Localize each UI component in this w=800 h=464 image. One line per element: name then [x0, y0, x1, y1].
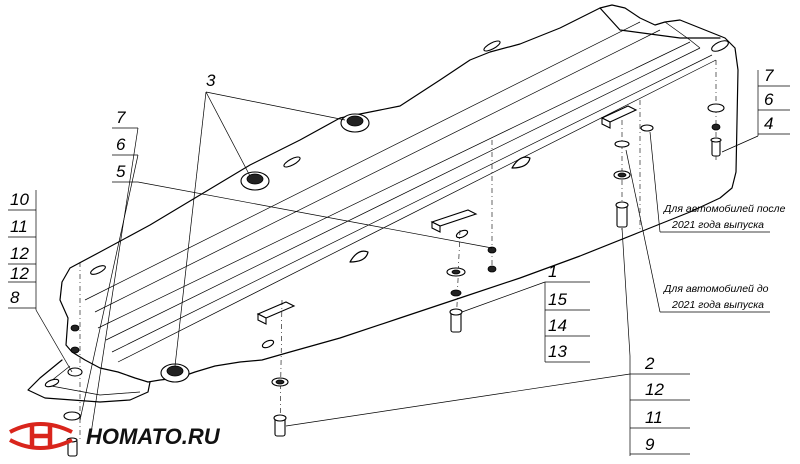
fastener-stack-rear: [707, 103, 725, 157]
callout-13: 13: [548, 342, 567, 361]
note-before-2021-line2: 2021 года выпуска: [671, 299, 764, 311]
skid-plate: [27, 4, 739, 403]
note-after-2021-line2: 2021 года выпуска: [671, 219, 764, 231]
callout-11-left: 11: [10, 217, 28, 236]
callout-1: 1: [548, 262, 557, 281]
logo-mark-icon: [9, 422, 73, 450]
callout-5: 5: [116, 162, 126, 181]
callout-9: 9: [645, 435, 655, 454]
callout-7-right: 7: [764, 66, 774, 85]
model-year-notes: Для автомобилей после 2021 года выпуска …: [663, 203, 786, 311]
fastener-stack-left: [63, 324, 83, 457]
callout-6-left: 6: [116, 135, 126, 154]
callout-11-right: 11: [645, 408, 663, 427]
callout-6-right: 6: [764, 90, 774, 109]
nut-plate-middle: [430, 209, 478, 233]
fastener-stack-middle: [446, 246, 497, 333]
callout-2: 2: [644, 354, 655, 373]
callout-7-left: 7: [116, 108, 126, 127]
grommet-3a: [340, 113, 370, 133]
callout-labels: 3 7 6 5 10 11 12 12 8 7 6 4 1 15 14 13 2…: [10, 66, 774, 454]
note-before-2021-line1: Для автомобилей до: [663, 283, 769, 295]
callout-12-right: 12: [645, 380, 664, 399]
callout-4: 4: [764, 114, 773, 133]
note-after-2021-line1: Для автомобилей после: [663, 203, 786, 215]
callout-14: 14: [548, 316, 567, 335]
logo-text: HOMATO.RU: [86, 424, 221, 449]
nut-plate-front: [256, 301, 296, 325]
callout-15: 15: [548, 290, 567, 309]
callout-12-left-a: 12: [10, 244, 29, 263]
callout-8: 8: [10, 288, 20, 307]
fastener-stack-pre2021: [613, 140, 631, 228]
leader-lines: [8, 70, 790, 456]
fastener-stack-front: [271, 377, 289, 437]
logo: HOMATO.RU: [9, 422, 221, 450]
nut-plate-rear: [600, 105, 638, 129]
slot-after-2021: [640, 124, 654, 132]
callout-3: 3: [206, 71, 216, 90]
grommet-3c: [160, 363, 190, 383]
callout-10: 10: [10, 190, 29, 209]
callout-12-left-b: 12: [10, 264, 29, 283]
grommet-3b: [240, 171, 270, 191]
